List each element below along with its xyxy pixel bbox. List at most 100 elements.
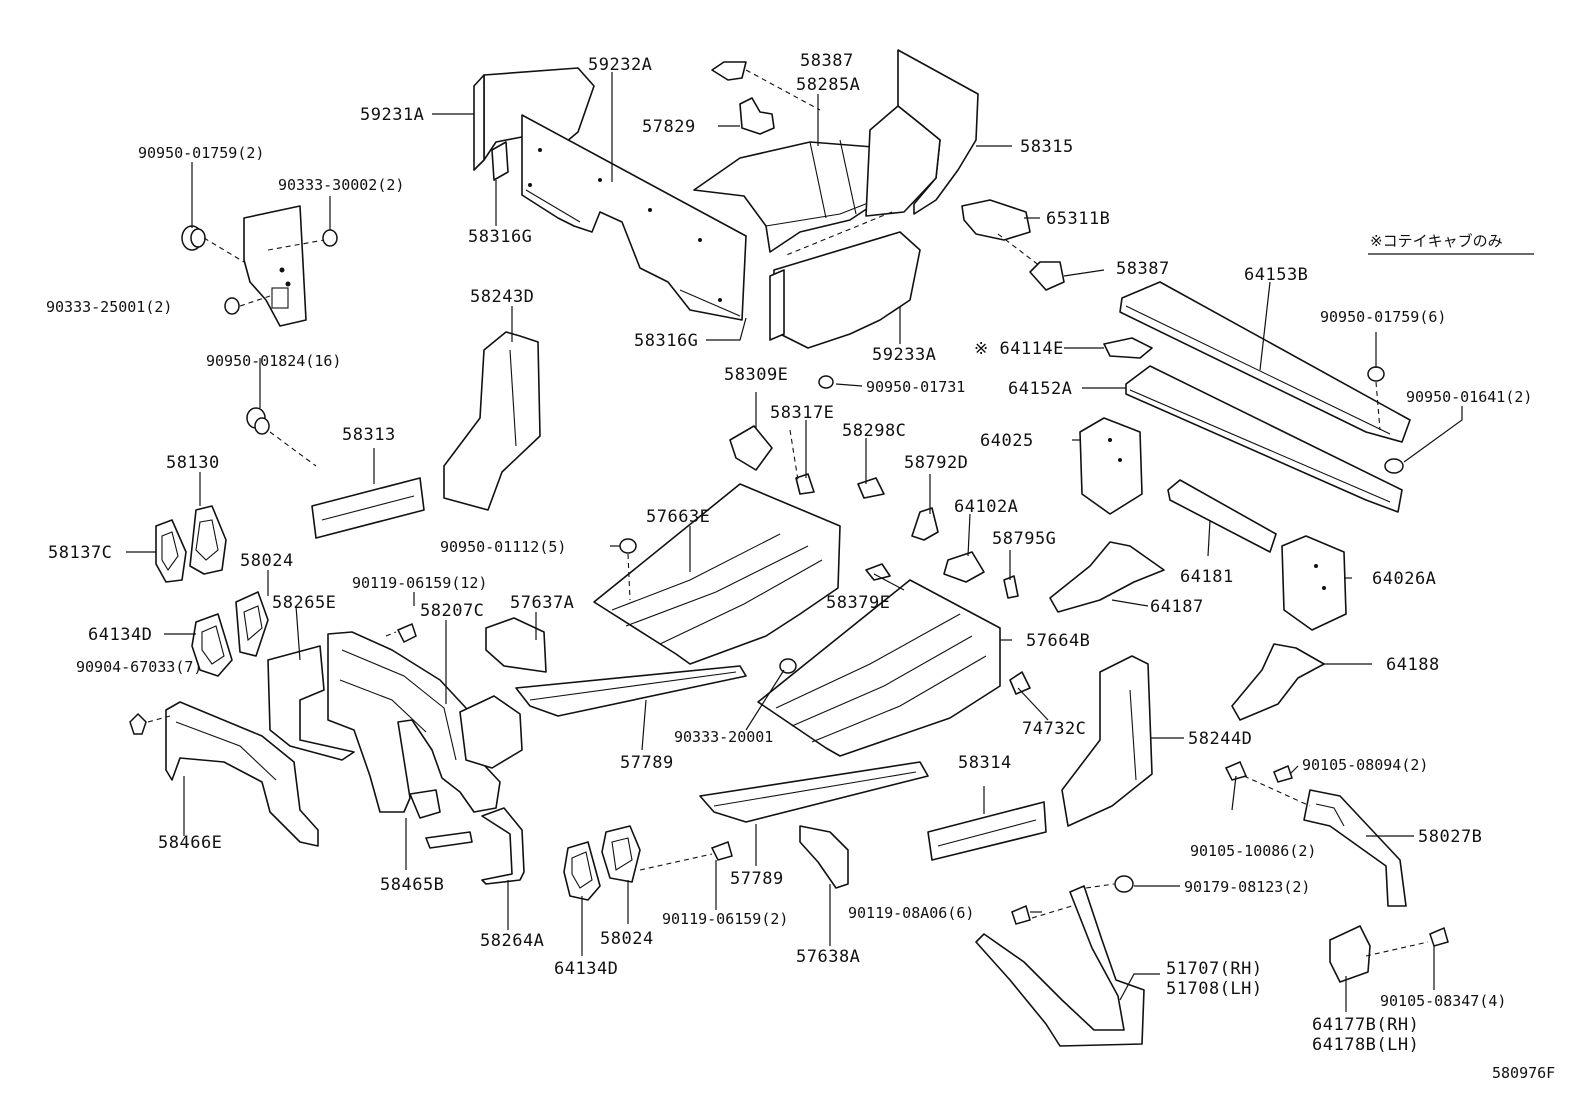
part-58379E xyxy=(865,563,891,581)
part-64114E xyxy=(1103,337,1153,359)
label-64102A: 64102A xyxy=(954,497,1018,517)
label-58316G-mid: 58316G xyxy=(634,331,698,351)
part-58024-upper xyxy=(235,591,269,657)
label-90179-08123: 90179-08123(2) xyxy=(1184,878,1310,896)
part-57789-upper xyxy=(515,665,747,717)
part-64026A xyxy=(1281,535,1347,631)
label-64114E: ※ 64114E xyxy=(974,339,1064,359)
fastener-90333-25001 xyxy=(224,297,240,315)
part-58315 xyxy=(865,49,979,217)
part-64188 xyxy=(1231,643,1325,721)
part-58207C-box xyxy=(459,695,523,769)
part-64177B xyxy=(1329,925,1371,983)
label-57789-upper: 57789 xyxy=(620,753,674,773)
label-90105-08347: 90105-08347(4) xyxy=(1380,992,1506,1010)
part-57637A xyxy=(485,617,547,673)
label-90119-06159-2: 90119-06159(2) xyxy=(662,910,788,928)
label-90333-25001: 90333-25001(2) xyxy=(46,298,172,316)
label-58313: 58313 xyxy=(342,425,396,445)
part-58465B xyxy=(409,789,441,819)
label-58465B: 58465B xyxy=(380,875,444,895)
label-64152A: 64152A xyxy=(1008,379,1072,399)
part-57789-lower xyxy=(699,761,929,823)
part-labels: 59232A 58387 58285A 59231A 57829 58315 9… xyxy=(46,51,1555,1082)
part-74732C xyxy=(1009,671,1031,695)
part-51707-step xyxy=(975,885,1145,1047)
label-58285A: 58285A xyxy=(796,75,860,95)
part-58024-lower xyxy=(601,825,641,883)
label-58027B: 58027B xyxy=(1418,827,1482,847)
label-64178B: 64178B(LH) xyxy=(1312,1035,1419,1055)
part-58792D xyxy=(911,507,939,541)
label-58265E: 58265E xyxy=(272,593,336,613)
label-90950-01824: 90950-01824(16) xyxy=(206,352,341,370)
label-51708: 51708(LH) xyxy=(1166,979,1263,999)
label-59231A: 59231A xyxy=(360,105,424,125)
part-58316G-lower xyxy=(769,269,785,341)
part-58387-lower xyxy=(1029,261,1065,291)
label-59232A: 59232A xyxy=(588,55,652,75)
label-58130: 58130 xyxy=(166,453,220,473)
fastener-90950-01641 xyxy=(1384,458,1404,474)
label-58243D: 58243D xyxy=(470,287,534,307)
label-64177B: 64177B(RH) xyxy=(1312,1015,1419,1035)
label-58316G-top: 58316G xyxy=(468,227,532,247)
dashed-lines xyxy=(147,69,1429,957)
fastener-90950-01759 xyxy=(181,225,206,251)
label-58466E: 58466E xyxy=(158,833,222,853)
label-64134D-upper: 64134D xyxy=(88,625,152,645)
part-58243D xyxy=(443,331,541,511)
part-64187 xyxy=(1049,541,1165,613)
part-58265E xyxy=(267,645,355,761)
label-59233A: 59233A xyxy=(872,345,936,365)
label-90950-01759-6: 90950-01759(6) xyxy=(1320,308,1446,326)
fastener-90333-30002 xyxy=(322,229,338,247)
part-58244D xyxy=(1061,655,1153,827)
fastener-90950-01759-6 xyxy=(1367,366,1385,382)
part-58298C xyxy=(857,477,885,499)
part-58317E xyxy=(795,473,815,495)
part-57638A xyxy=(799,825,849,889)
part-64102A xyxy=(943,551,985,583)
part-64134D-upper xyxy=(191,613,233,677)
label-58264A: 58264A xyxy=(480,931,544,951)
fastener-90950-01112 xyxy=(619,538,637,554)
label-58792D: 58792D xyxy=(904,453,968,473)
part-58466E xyxy=(165,701,319,847)
label-90105-08094: 90105-08094(2) xyxy=(1302,756,1428,774)
label-58298C: 58298C xyxy=(842,421,906,441)
part-64153B xyxy=(1119,281,1411,443)
part-58264A xyxy=(481,807,525,885)
label-57829: 57829 xyxy=(642,117,696,137)
fastener-90105-10086 xyxy=(1224,761,1248,781)
label-58314: 58314 xyxy=(958,753,1012,773)
note-cab-only: ※コテイキャブのみ xyxy=(1370,232,1503,250)
label-57638A: 57638A xyxy=(796,947,860,967)
label-90105-10086: 90105-10086(2) xyxy=(1190,842,1316,860)
fastener-90119-06159-lower xyxy=(710,841,733,861)
part-58027B xyxy=(1303,789,1407,907)
part-58207C xyxy=(327,631,501,813)
label-58317E: 58317E xyxy=(770,403,834,423)
part-57664B xyxy=(757,579,1001,757)
part-58316G-upper xyxy=(491,141,509,181)
label-58024-lower: 58024 xyxy=(600,929,654,949)
fastener-90333-20001 xyxy=(779,658,797,674)
label-64134D-lower: 64134D xyxy=(554,959,618,979)
part-58137C xyxy=(155,519,187,583)
part-64152A xyxy=(1125,365,1403,513)
fastener-90950-01731 xyxy=(818,375,834,389)
part-64025 xyxy=(1079,417,1143,515)
label-90950-01731: 90950-01731 xyxy=(866,378,965,396)
label-58315: 58315 xyxy=(1020,137,1074,157)
label-90119-06159-12: 90119-06159(12) xyxy=(352,574,487,592)
label-57663E: 57663E xyxy=(646,507,710,527)
part-58387-upper xyxy=(711,61,747,81)
part-58130 xyxy=(189,505,227,575)
label-57789-lower: 57789 xyxy=(730,869,784,889)
part-64134D-lower xyxy=(563,841,601,901)
label-90950-01641: 90950-01641(2) xyxy=(1406,388,1532,406)
label-90333-30002: 90333-30002(2) xyxy=(278,176,404,194)
label-58795G: 58795G xyxy=(992,529,1056,549)
